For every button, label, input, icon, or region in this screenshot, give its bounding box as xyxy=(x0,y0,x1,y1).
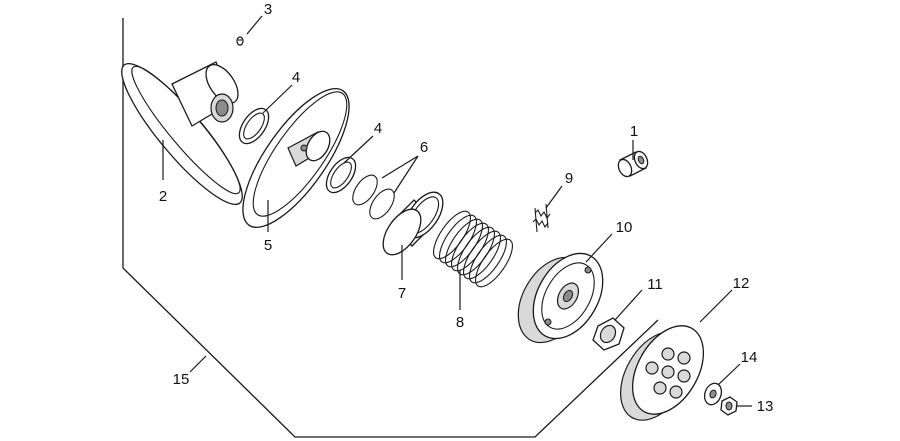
part-roller xyxy=(617,150,649,178)
callout-label: 7 xyxy=(398,285,406,302)
assembly-bracket-line xyxy=(122,18,659,438)
callout-label: 12 xyxy=(733,275,750,292)
callout-label: 13 xyxy=(757,398,774,415)
part-collar xyxy=(382,191,444,256)
part-washer xyxy=(703,382,723,406)
part-hex-nut xyxy=(592,317,625,351)
callout-label: 11 xyxy=(647,276,663,293)
part-o-rings xyxy=(352,174,395,220)
part-ring-a xyxy=(238,107,270,145)
part-drive-face xyxy=(121,61,243,206)
part-clutch-spring xyxy=(532,203,551,233)
leader-lines xyxy=(162,15,752,407)
callout-label: 3 xyxy=(264,1,272,18)
part-spring xyxy=(433,210,513,288)
callout-label: 2 xyxy=(159,188,167,205)
callout-label: 8 xyxy=(456,314,464,331)
part-screw xyxy=(236,36,244,46)
callout-label: 15 xyxy=(173,371,190,388)
callout-label: 14 xyxy=(741,349,758,366)
callout-label: 10 xyxy=(616,219,633,236)
part-ring-b xyxy=(325,156,357,194)
part-nut xyxy=(720,396,738,416)
part-clutch-bell xyxy=(620,325,705,421)
callout-label: 4 xyxy=(292,69,300,86)
callout-label: 6 xyxy=(420,139,428,156)
callout-label: 5 xyxy=(264,237,272,254)
callout-label: 9 xyxy=(565,170,573,187)
callout-label: 4 xyxy=(374,120,382,137)
callout-label: 1 xyxy=(630,123,638,140)
part-movable-face xyxy=(242,88,350,228)
part-clutch-assembly xyxy=(517,252,604,344)
